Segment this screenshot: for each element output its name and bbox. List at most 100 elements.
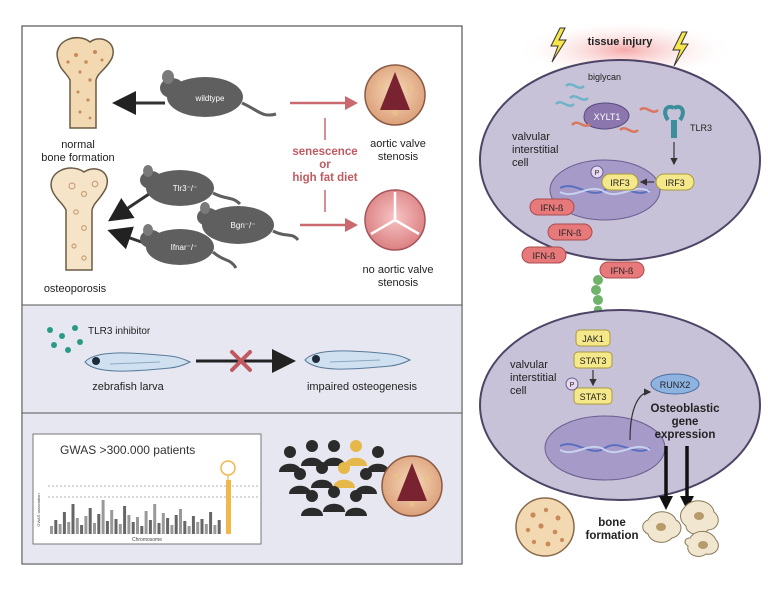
zebrafish-larva-label: zebrafish larva — [92, 381, 164, 393]
person-icon — [355, 468, 377, 494]
phospho-label-1: P — [595, 170, 600, 177]
gwas-bar — [183, 521, 187, 534]
ifnb-label-3: IFN-ß — [533, 251, 556, 261]
person-icon — [345, 440, 367, 466]
gwas-bar — [131, 522, 135, 534]
gwas-bar — [80, 525, 84, 534]
stat3-protein-2: STAT3 P — [565, 377, 613, 405]
ifnb-1: IFN-ß — [529, 198, 575, 216]
person-icon — [333, 462, 355, 488]
osteo-line2: gene — [672, 416, 699, 428]
gwas-bar — [166, 518, 170, 534]
healthy-valve-icon — [364, 189, 426, 251]
condition-line2: or — [319, 159, 331, 171]
gwas-bar — [196, 522, 200, 534]
gwas-highlight-bar — [226, 480, 231, 534]
inhibition-arrow — [196, 349, 296, 373]
gwas-bar — [114, 519, 118, 534]
condition-line3: high fat diet — [292, 172, 357, 184]
ifnb-label-2: IFN-ß — [559, 228, 582, 238]
stat3-label-2: STAT3 — [580, 392, 607, 402]
tissue-injury-label: tissue injury — [588, 36, 654, 48]
gwas-bar — [204, 524, 208, 534]
vic1-label-line2: interstitial — [512, 144, 558, 156]
vic2-label-line2: interstitial — [510, 372, 556, 384]
gwas-bar — [105, 521, 109, 534]
osteoblast-cell-1 — [642, 511, 682, 543]
mouse-ifnar: Ifnar⁻/⁻ — [140, 224, 238, 269]
vic1-label-line1: valvular — [512, 131, 550, 143]
gwas-bar — [54, 520, 58, 534]
gwas-bar — [187, 526, 191, 534]
tlr3-label: TLR3 — [690, 123, 712, 133]
ifnb-label-1: IFN-ß — [541, 203, 564, 213]
gwas-bar — [157, 523, 161, 534]
osteoporosis-bone-icon — [50, 167, 109, 271]
lightning-icon-right — [672, 31, 689, 67]
gwas-bar — [123, 506, 127, 534]
xylt1-label: XYLT1 — [594, 112, 621, 122]
gwas-bar — [93, 523, 96, 534]
gwas-bar — [62, 512, 66, 534]
gwas-bar — [101, 500, 105, 534]
no-stenosis-label-line1: no aortic valve — [363, 264, 434, 276]
bone-formation-line2: formation — [585, 530, 638, 542]
output-arrows — [659, 446, 694, 510]
osteo-line1: Osteoblastic — [650, 403, 720, 415]
inhibitor-dots — [47, 325, 83, 353]
stat3-label-1: STAT3 — [580, 356, 607, 366]
gwas-bar — [174, 515, 178, 534]
irf3-cytoplasmic: IRF3 — [655, 173, 695, 191]
phospho-label-2: P — [570, 382, 575, 389]
no-stenosis-label-line2: stenosis — [378, 277, 419, 289]
arrow-to-no-stenosis — [300, 218, 358, 232]
mouse-bgn: Bgn⁻/⁻ — [197, 202, 300, 244]
gwas-bar — [84, 516, 88, 534]
gwas-bar — [67, 522, 71, 534]
bone-formation-line1: bone — [598, 517, 625, 529]
person-icon — [279, 446, 301, 472]
runx2-label: RUNX2 — [660, 380, 691, 390]
stenosis-label-line2: stenosis — [378, 151, 419, 163]
mouse-wildtype-label: wildtype — [195, 94, 225, 103]
patient-population-icon — [279, 440, 389, 516]
mouse-tlr3: Tlr3⁻/⁻ — [140, 165, 242, 206]
gwas-bar — [161, 513, 165, 534]
gwas-ylabel: GWAS association — [36, 493, 41, 526]
normal-bone-label-line2: bone formation — [41, 152, 114, 164]
osteoporosis-label: osteoporosis — [44, 283, 107, 295]
gwas-bar — [217, 520, 221, 534]
normal-bone-label-line1: normal — [61, 139, 95, 151]
gwas-bar — [58, 524, 62, 534]
bone-tissue-icon — [515, 497, 575, 557]
condition-line1: senescence — [292, 146, 357, 158]
jak1-label: JAK1 — [582, 334, 604, 344]
ifnb-2: IFN-ß — [547, 223, 593, 241]
gwas-bar — [209, 512, 213, 534]
normal-bone-icon — [56, 37, 114, 129]
gwas-bar — [71, 504, 75, 534]
gwas-bar — [179, 509, 182, 534]
gwas-bar — [136, 517, 139, 534]
gwas-plot: GWAS >300.000 patients GWAS association … — [32, 433, 262, 545]
osteoblast-cell-2 — [680, 500, 719, 535]
biglycan-chains — [555, 83, 589, 107]
mouse-ifnar-label: Ifnar⁻/⁻ — [171, 243, 198, 252]
osteo-line3: expression — [655, 429, 716, 441]
gwas-bar — [140, 526, 144, 534]
stenosis-label-line1: aortic valve — [370, 138, 426, 150]
zebrafish-larva-icon — [84, 352, 192, 372]
gwas-valve-icon — [381, 455, 443, 517]
gwas-bar — [127, 515, 131, 534]
mouse-tlr3-label: Tlr3⁻/⁻ — [173, 184, 197, 193]
left-panel: normal bone formation osteoporosis w — [21, 25, 463, 565]
person-icon — [323, 486, 345, 512]
irf3-nuclear: IRF3 P — [590, 165, 639, 191]
gwas-bar — [144, 511, 148, 534]
gwas-bar — [118, 524, 122, 534]
gwas-title: GWAS >300.000 patients — [60, 443, 195, 457]
mouse-wildtype: wildtype — [160, 70, 277, 117]
right-panel: tissue injury biglycan XYLT1 TLR3 val — [479, 20, 761, 557]
